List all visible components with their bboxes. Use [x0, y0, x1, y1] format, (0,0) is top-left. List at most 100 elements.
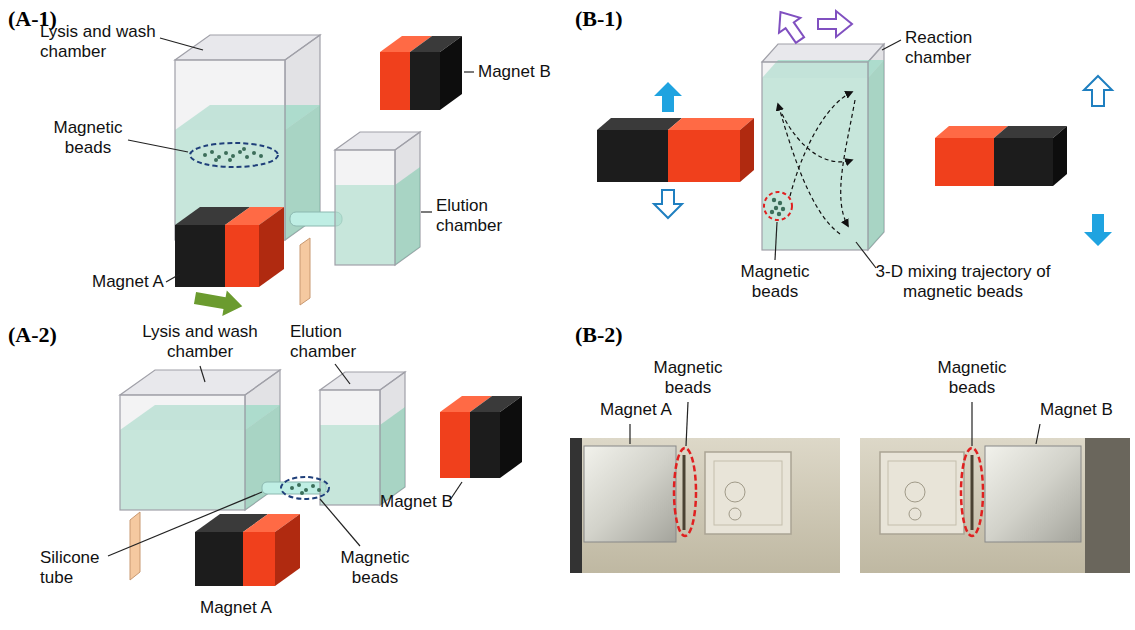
elution-chamber: [380, 372, 405, 505]
magnet-b: [410, 52, 440, 110]
photo-right: [888, 461, 956, 525]
magnet-a: [259, 207, 284, 287]
magnetic-beads: [304, 488, 308, 492]
leader-line: [128, 140, 188, 152]
magnetic-beads: [214, 158, 218, 162]
leader-line: [630, 402, 1040, 446]
magnetic-beads: [317, 488, 321, 492]
photo-right: [1085, 438, 1130, 573]
reaction-chamber: [762, 62, 868, 250]
part-label: Elution chamber: [290, 322, 365, 361]
magnet-b: [500, 396, 522, 478]
magnet-b: [440, 396, 522, 478]
part-label: Lysis and wash chamber: [125, 322, 275, 361]
leader-line: [166, 274, 180, 282]
motion-arrow: [654, 82, 682, 112]
magnetic-beads: [203, 147, 263, 162]
leader-line: [128, 38, 474, 282]
bead-highlight: [764, 192, 792, 220]
motion-arrow: [1084, 76, 1112, 106]
motion-arrow: [654, 190, 682, 218]
leader-line: [775, 222, 777, 260]
part-label: Magnetic beads: [335, 548, 415, 587]
magnetic-beads: [228, 158, 232, 162]
magnet-a: [195, 514, 300, 586]
magnetic-beads: [290, 486, 294, 490]
magnetic-beads: [259, 154, 263, 158]
photo-right: [860, 438, 1130, 573]
magnetic-beads: [252, 151, 256, 155]
photo-left: [570, 438, 840, 573]
part-label: Magnet A: [600, 400, 690, 420]
leader-line: [971, 402, 972, 446]
part-label: Magnet B: [1040, 400, 1130, 420]
panel-label: (A-2): [8, 322, 78, 347]
photo-right: [909, 508, 921, 520]
photo-left: [584, 446, 676, 542]
photo-left: [683, 455, 686, 530]
leader-line: [856, 242, 876, 268]
part-label: Silicone tube: [40, 548, 115, 587]
elution-chamber: [380, 407, 405, 505]
magnetic-beads: [300, 491, 304, 495]
part-label: Lysis and wash chamber: [40, 22, 170, 61]
elution-chamber: [335, 132, 420, 265]
leader-line: [775, 40, 901, 268]
magnetic-beads: [242, 147, 246, 151]
part-label: Elution chamber: [436, 196, 511, 235]
lysis-chamber: [175, 60, 285, 240]
leader-line: [320, 499, 360, 546]
elution-chamber: [395, 132, 420, 265]
magnetic-beads: [238, 150, 242, 154]
magnet-a: [175, 225, 225, 287]
mixing-trajectory: [841, 100, 855, 226]
photo-right: [860, 438, 1130, 573]
elution-chamber: [320, 372, 405, 505]
magnetic-beads: [777, 212, 781, 216]
valve-plate: [300, 238, 310, 305]
leader-line: [200, 366, 205, 382]
photo-right: [880, 452, 964, 534]
magnetic-beads: [231, 154, 235, 158]
bead-highlight: [190, 143, 278, 167]
magnet-right: [1053, 126, 1067, 186]
motion-arrow: [1084, 76, 1112, 246]
panel-label: (B-2): [575, 322, 645, 347]
leader-line: [421, 211, 432, 212]
leader-line: [108, 492, 262, 556]
valve-plate: [300, 238, 310, 305]
magnet-b: [470, 412, 500, 478]
motion-arrow: [1084, 214, 1112, 246]
photo-left: [674, 448, 696, 536]
magnet-a: [195, 532, 243, 586]
magnet-right: [935, 138, 994, 186]
mixing-trajectory: [790, 92, 852, 196]
part-label: Magnetic beads: [735, 262, 815, 301]
reaction-chamber: [762, 44, 884, 62]
lysis-chamber: [175, 35, 320, 240]
motion-arrow: [193, 285, 245, 319]
reaction-chamber: [762, 44, 884, 250]
magnetic-beads: [217, 155, 221, 159]
magnetic-beads: [224, 151, 228, 155]
part-label: Magnetic beads: [48, 118, 128, 157]
photo-right: [961, 448, 983, 536]
photo-left: [570, 438, 582, 573]
magnetic-beads: [774, 206, 778, 210]
leader-line: [160, 38, 203, 50]
silicone-tube: [290, 212, 342, 226]
elution-chamber: [395, 167, 420, 265]
motion-arrow: [193, 285, 245, 319]
magnet-left: [740, 118, 754, 182]
magnetic-beads: [290, 483, 321, 495]
magnet-right: [994, 138, 1053, 186]
part-label: Magnetic beads: [932, 358, 1012, 397]
lysis-chamber: [120, 370, 280, 510]
magnetic-beads: [245, 155, 249, 159]
magnet-left: [668, 118, 754, 130]
leader-line: [686, 402, 688, 446]
mixing-trajectory: [782, 114, 852, 162]
